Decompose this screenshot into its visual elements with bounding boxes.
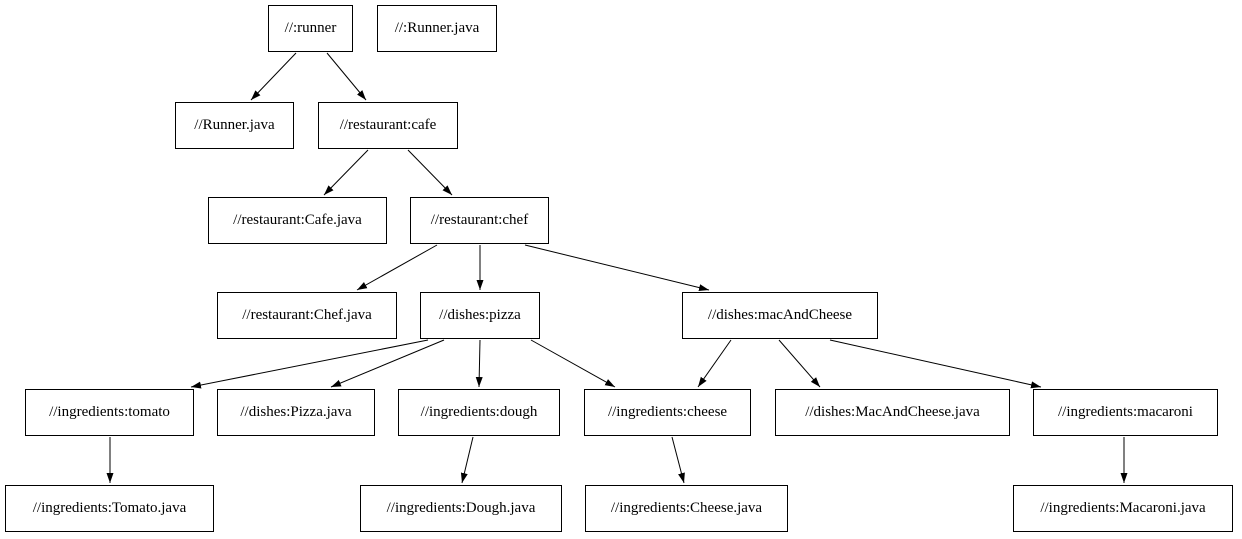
graph-edge-restaurant-cafe-to-restaurant-cafe-java — [323, 149, 369, 196]
graph-edge-runner-to-restaurant-cafe — [326, 52, 367, 101]
graph-node-restaurant-cafe-java: //restaurant:Cafe.java — [208, 197, 387, 244]
graph-node-dishes-pizza-java: //dishes:Pizza.java — [217, 389, 375, 436]
graph-node-ingredients-tomato: //ingredients:tomato — [25, 389, 194, 436]
graph-node-runner-java: //:Runner.java — [377, 5, 497, 52]
graph-edge-ingredients-cheese-to-ingredients-cheese-java — [671, 436, 685, 484]
graph-node-ingredients-dough: //ingredients:dough — [398, 389, 560, 436]
graph-edge-dishes-macandcheese-to-ingredients-macaroni — [829, 339, 1042, 389]
graph-node-restaurant-chef-java: //restaurant:Chef.java — [217, 292, 397, 339]
graph-node-restaurant-cafe: //restaurant:cafe — [318, 102, 458, 149]
graph-node-dishes-macandcheese: //dishes:macAndCheese — [682, 292, 878, 339]
graph-node-ingredients-macaroni: //ingredients:macaroni — [1033, 389, 1218, 436]
graph-edge-restaurant-chef-to-dishes-macandcheese — [524, 244, 710, 292]
graph-edge-dishes-pizza-to-dishes-pizza-java — [330, 339, 445, 388]
graph-edge-ingredients-dough-to-ingredients-dough-java — [460, 436, 474, 484]
edge-group — [106, 52, 1128, 484]
graph-edge-restaurant-chef-to-restaurant-chef-java — [356, 244, 438, 291]
graph-node-ingredients-cheese: //ingredients:cheese — [584, 389, 751, 436]
graph-node-dishes-macandcheese-java: //dishes:MacAndCheese.java — [775, 389, 1010, 436]
graph-edge-dishes-pizza-to-ingredients-tomato — [190, 339, 429, 389]
graph-node-ingredients-tomato-java: //ingredients:Tomato.java — [5, 485, 214, 532]
graph-node-ingredients-macaroni-java: //ingredients:Macaroni.java — [1013, 485, 1233, 532]
graph-node-restaurant-chef: //restaurant:chef — [410, 197, 549, 244]
graph-edge-dishes-pizza-to-ingredients-dough — [475, 339, 483, 388]
graph-edge-dishes-macandcheese-to-ingredients-cheese — [697, 339, 732, 388]
graph-node-dishes-pizza: //dishes:pizza — [420, 292, 540, 339]
graph-node-ingredients-cheese-java: //ingredients:Cheese.java — [585, 485, 788, 532]
graph-node-runner: //:runner — [268, 5, 353, 52]
graph-node-ingredients-dough-java: //ingredients:Dough.java — [360, 485, 562, 532]
graph-edge-dishes-pizza-to-ingredients-cheese — [530, 339, 616, 388]
graph-edge-dishes-macandcheese-to-dishes-macandcheese-java — [778, 339, 821, 388]
graph-node-runner-java: //Runner.java — [175, 102, 294, 149]
graph-edge-restaurant-cafe-to-restaurant-chef — [407, 149, 453, 196]
graph-edge-runner-to-runner-java — [250, 52, 297, 101]
